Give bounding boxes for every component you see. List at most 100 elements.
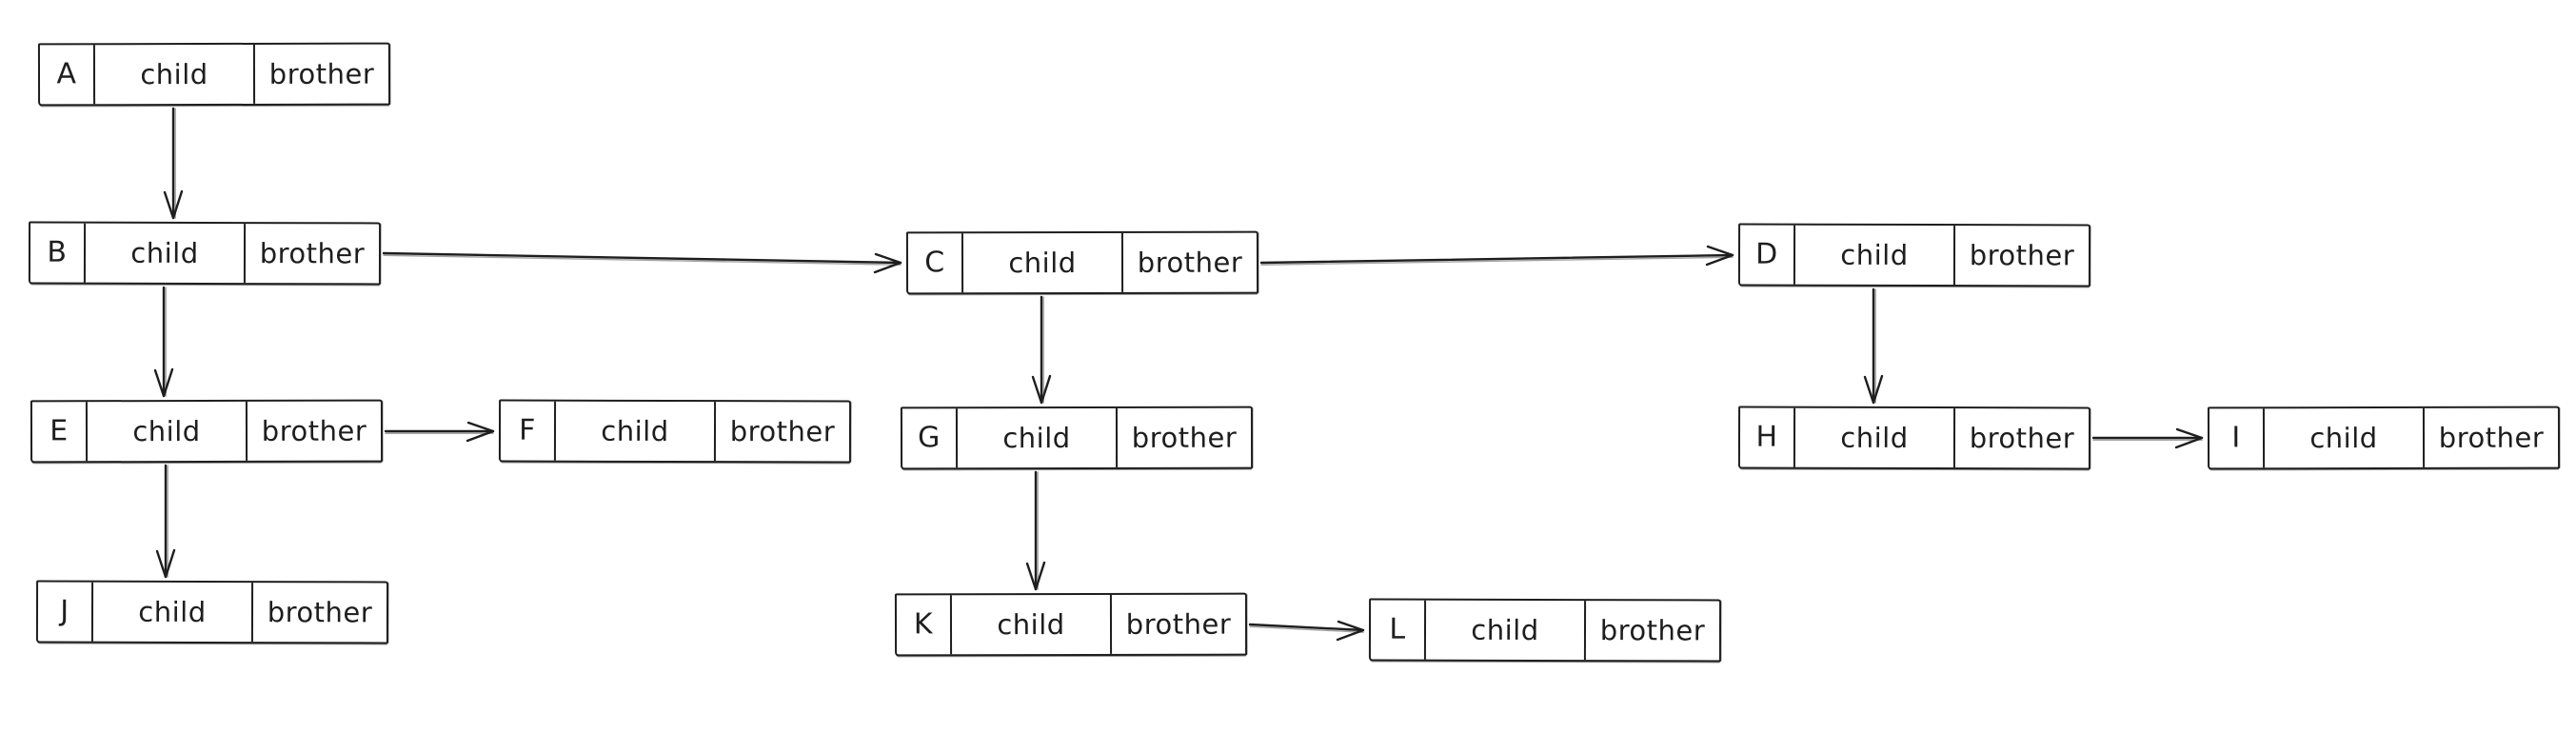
edge-E-brother-F[interactable] bbox=[384, 421, 495, 443]
node-letter: F bbox=[519, 413, 536, 447]
node-label-cell: B bbox=[30, 223, 87, 283]
node-letter: H bbox=[1755, 420, 1778, 454]
edge-sketch-line bbox=[383, 254, 902, 266]
node-A[interactable]: A child brother bbox=[37, 42, 391, 107]
node-label-cell: I bbox=[2209, 408, 2266, 468]
child-pointer-cell: child bbox=[1794, 225, 1956, 286]
brother-pointer-cell: brother bbox=[1955, 408, 2089, 467]
node-E[interactable]: E child brother bbox=[30, 399, 384, 464]
child-cell-label: child bbox=[130, 236, 199, 269]
child-cell-label: child bbox=[997, 607, 1065, 641]
edge-sketch-line bbox=[1249, 625, 1364, 633]
brother-pointer-cell: brother bbox=[2425, 408, 2558, 467]
edge-A-child-B[interactable] bbox=[163, 107, 184, 220]
child-cell-label: child bbox=[1002, 421, 1071, 454]
edge-arrowhead bbox=[155, 548, 176, 579]
brother-cell-label: brother bbox=[267, 595, 373, 628]
node-H[interactable]: H child brother bbox=[1737, 406, 2091, 470]
edge-C-child-G[interactable] bbox=[1031, 295, 1052, 405]
edge-K-brother-L[interactable] bbox=[1248, 620, 1365, 642]
brother-cell-label: brother bbox=[1125, 607, 1232, 641]
edge-shaft bbox=[1259, 253, 1734, 265]
brother-cell-label: brother bbox=[1969, 238, 2075, 271]
node-letter: A bbox=[56, 57, 77, 91]
brother-pointer-cell: brother bbox=[716, 402, 849, 461]
node-F[interactable]: F child brother bbox=[498, 399, 852, 464]
node-letter: L bbox=[1389, 612, 1406, 646]
edge-sketch-line bbox=[1260, 256, 1734, 266]
edge-G-child-K[interactable] bbox=[1025, 470, 1046, 591]
node-G[interactable]: G child brother bbox=[900, 406, 1254, 470]
child-pointer-cell: child bbox=[92, 582, 254, 643]
child-cell-label: child bbox=[2309, 421, 2378, 454]
brother-cell-label: brother bbox=[1599, 613, 1706, 646]
edge-B-child-E[interactable] bbox=[153, 286, 174, 398]
child-pointer-cell: child bbox=[951, 594, 1113, 655]
child-cell-label: child bbox=[132, 414, 201, 447]
brother-cell-label: brother bbox=[729, 414, 836, 447]
child-pointer-cell: child bbox=[94, 44, 256, 105]
child-cell-label: child bbox=[1471, 613, 1539, 646]
edge-arrowhead bbox=[163, 189, 184, 220]
edge-arrowhead bbox=[1863, 374, 1884, 405]
child-cell-label: child bbox=[1008, 246, 1077, 279]
node-letter: G bbox=[918, 421, 941, 455]
node-B[interactable]: B child brother bbox=[28, 221, 382, 286]
edge-B-brother-C[interactable] bbox=[382, 251, 902, 274]
node-label-cell: J bbox=[37, 582, 94, 642]
brother-pointer-cell: brother bbox=[253, 583, 386, 642]
node-D[interactable]: D child brother bbox=[1737, 223, 2091, 287]
node-letter: D bbox=[1755, 237, 1778, 271]
node-letter: E bbox=[50, 414, 69, 448]
child-cell-label: child bbox=[140, 57, 208, 90]
edge-shaft bbox=[382, 251, 902, 265]
child-pointer-cell: child bbox=[2264, 407, 2426, 468]
edge-D-child-H[interactable] bbox=[1863, 287, 1884, 405]
child-cell-label: child bbox=[1840, 238, 1909, 271]
child-pointer-cell: child bbox=[957, 407, 1119, 468]
child-pointer-cell: child bbox=[85, 223, 247, 284]
edge-E-child-J[interactable] bbox=[155, 464, 176, 579]
node-label-cell: E bbox=[31, 402, 89, 462]
node-L[interactable]: L child brother bbox=[1368, 598, 1722, 663]
brother-cell-label: brother bbox=[268, 57, 375, 90]
edge-H-brother-I[interactable] bbox=[2091, 427, 2204, 449]
child-pointer-cell: child bbox=[555, 401, 717, 462]
node-C[interactable]: C child brother bbox=[905, 230, 1259, 295]
node-J[interactable]: J child brother bbox=[35, 580, 389, 644]
node-K[interactable]: K child brother bbox=[894, 592, 1248, 657]
child-pointer-cell: child bbox=[1794, 407, 1956, 468]
edge-arrowhead bbox=[1336, 620, 1365, 642]
brother-pointer-cell: brother bbox=[255, 45, 388, 104]
edge-arrowhead bbox=[1031, 374, 1052, 405]
brother-pointer-cell: brother bbox=[1123, 233, 1257, 292]
node-letter: I bbox=[2231, 421, 2241, 455]
brother-cell-label: brother bbox=[1969, 421, 2075, 454]
edge-arrowhead bbox=[1705, 245, 1734, 267]
node-label-cell: G bbox=[902, 408, 959, 468]
node-I[interactable]: I child brother bbox=[2207, 406, 2561, 470]
child-pointer-cell: child bbox=[87, 401, 248, 462]
brother-cell-label: brother bbox=[1131, 421, 1238, 454]
brother-pointer-cell: brother bbox=[1118, 408, 1251, 467]
edge-C-brother-D[interactable] bbox=[1259, 245, 1734, 267]
brother-pointer-cell: brother bbox=[1586, 601, 1719, 660]
brother-cell-label: brother bbox=[259, 236, 366, 269]
child-cell-label: child bbox=[601, 414, 669, 447]
edge-arrowhead bbox=[466, 421, 495, 443]
edge-arrowhead bbox=[2174, 427, 2204, 449]
node-letter: B bbox=[47, 235, 68, 269]
brother-pointer-cell: brother bbox=[246, 224, 379, 283]
brother-cell-label: brother bbox=[261, 414, 367, 447]
node-label-cell: K bbox=[896, 595, 953, 655]
child-cell-label: child bbox=[1840, 421, 1909, 454]
child-cell-label: child bbox=[138, 595, 207, 628]
node-label-cell: D bbox=[1739, 225, 1796, 285]
child-pointer-cell: child bbox=[1425, 600, 1587, 661]
brother-cell-label: brother bbox=[1137, 246, 1243, 279]
edge-shaft bbox=[1248, 623, 1365, 632]
brother-pointer-cell: brother bbox=[1955, 226, 2089, 285]
brother-cell-label: brother bbox=[2438, 421, 2545, 454]
edge-arrowhead bbox=[153, 367, 174, 398]
